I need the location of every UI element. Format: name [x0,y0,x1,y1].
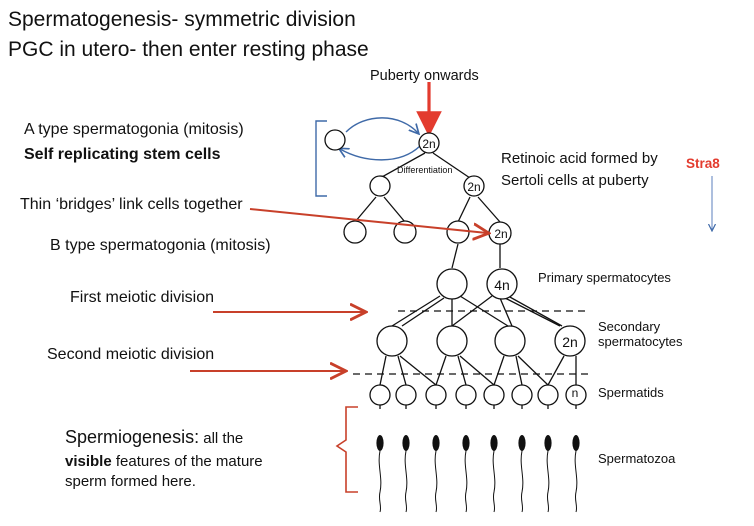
spermatid-link [457,355,467,386]
stem-cell-2n [418,132,440,154]
stra8-label: Stra8 [686,156,720,171]
b-type-cell-3 [446,220,470,244]
stem-cells-label: Self replicating stem cells [24,146,221,163]
retinoic-acid-label: Retinoic acid formed by [501,150,658,167]
lower-cells [369,384,587,513]
spermatocytes-label: spermatocytes [598,334,683,349]
spermatozoon-head [462,435,470,451]
spermiogenesis-word: Spermiogenesis: [65,427,200,447]
primary-spermatocyte-1 [436,268,468,300]
spermatids-label: Spermatids [598,385,664,400]
spermiogenesis-line-3: sperm formed here. [65,473,196,490]
spermatid [369,384,391,406]
upper-cells [324,129,586,357]
primary-spermatocyte-4n [486,268,518,300]
primary-ploidy: 4n [494,277,510,293]
spermatozoon-tail [404,450,408,513]
spermatid [537,384,559,406]
spermatozoon-tail [520,450,524,513]
secondary-spermatocyte-2 [436,325,468,357]
spermatozoa-label: Spermatozoa [598,451,676,466]
spermatid [395,384,417,406]
a-type-bracket [315,120,327,197]
visible-word: visible [65,453,112,470]
spermiogenesis-line-2: visible features of the mature [65,453,263,470]
spermiogenesis-brace [335,406,358,493]
spermatid [511,384,533,406]
second-meiotic-division-label: Second meiotic division [47,346,215,363]
spermatozoon-head [432,435,440,451]
spermatozoon-head [572,435,580,451]
stem-cell-ploidy: 2n [422,137,435,151]
spermatozoon-tail [434,450,438,513]
secondary-ploidy: 2n [562,334,578,350]
spermatogonium-2n [463,175,485,197]
spermatid-link [493,355,505,386]
spermatozoon-head [402,435,410,451]
bridges-label: Thin ‘bridges’ link cells together [20,196,243,213]
spermatozoon-head [376,435,384,451]
b-type-label: B type spermatogonia (mitosis) [50,237,271,254]
spermatid-link [515,355,523,386]
stem-cell-left [324,129,346,151]
bridges-arrow [249,208,487,233]
b-type-ploidy: 2n [494,227,507,241]
first-meiotic-division-label: First meiotic division [70,289,215,306]
lineage-lines-lower [379,355,577,386]
spermatozoon-head [544,435,552,451]
spermiogenesis-heading: Spermiogenesis: all the [65,427,243,448]
spermatozoon-tail [546,450,550,513]
puberty-label: Puberty onwards [370,68,479,84]
spermatogonium-ploidy: 2n [467,180,480,194]
spermatid-link [547,355,565,386]
title-line-1: Spermatogenesis- symmetric division [8,8,356,31]
secondary-label: Secondary [598,319,661,334]
self-renewal-arrow-upper [345,117,418,133]
spermatogonium-left [369,175,391,197]
differentiation-label: Differentiation [397,165,453,175]
spermatid [425,384,447,406]
spermatozoon-tail [464,450,468,513]
spermatid-ploidy: n [572,386,579,400]
spermatid-link [397,355,407,386]
b-type-cell-2 [393,220,417,244]
secondary-spermatocyte-1 [376,325,408,357]
secondary-spermatocyte-2n [554,325,586,357]
spermatid [483,384,505,406]
spermatozoon-tail [492,450,496,513]
spermatozoon-tail [574,450,578,513]
b-type-cell-1 [343,220,367,244]
spermatid-cross-link [399,355,437,386]
primary-spermatocytes-label: Primary spermatocytes [538,270,671,285]
spermatid-link [435,355,447,386]
a-type-label: A type spermatogonia (mitosis) [24,121,244,138]
spermatozoon-head [490,435,498,451]
self-renewal-arrow-lower [340,145,421,161]
spermatozoon-head [518,435,526,451]
sertoli-cells-label: Sertoli cells at puberty [501,172,649,189]
spermatid [455,384,477,406]
spermatid-cross-link [459,355,495,386]
spermiogenesis-rest-1: all the [199,430,244,447]
secondary-spermatocyte-3 [494,325,526,357]
title-line-2: PGC in utero- then enter resting phase [8,38,369,61]
spermiogenesis-rest-2: features of the mature [111,453,263,470]
spermatid-link [379,355,387,386]
spermatozoon-tail [378,450,382,513]
spermatid-cross-link [517,355,549,386]
